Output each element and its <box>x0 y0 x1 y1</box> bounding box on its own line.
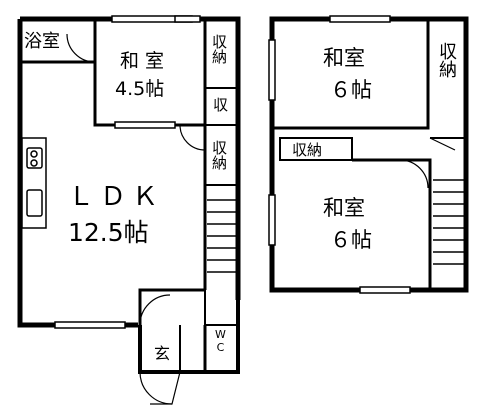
storage-c-label: 収納 <box>436 42 457 78</box>
washitsu-small-size: 4.5帖 <box>115 78 165 100</box>
washitsu-a-name: 和室 <box>323 46 365 70</box>
second-floor-stairs <box>433 179 464 265</box>
wc-label: WC <box>214 328 227 354</box>
washitsu-small-name: 和 室 <box>120 50 165 72</box>
storage-small-label: 収 <box>213 96 229 114</box>
bath-label: 浴室 <box>24 31 60 52</box>
second-floor-doors <box>399 137 456 189</box>
first-floor-stairs <box>207 199 236 273</box>
first-floor-windows <box>54 15 201 329</box>
second-floor-windows <box>268 15 411 294</box>
storage-a-label: 収納 <box>210 34 228 64</box>
ldk-size: 12.5帖 <box>68 218 149 247</box>
storage-d-label: 収納 <box>292 141 323 159</box>
washitsu-b-name: 和室 <box>323 196 365 220</box>
storage-b-label: 収納 <box>210 140 228 170</box>
kitchen-counter <box>21 137 47 229</box>
washitsu-b-size: ６帖 <box>330 228 372 252</box>
first-floor-walls <box>17 16 241 374</box>
first-floor-doors <box>66 33 206 405</box>
entrance-label: 玄 <box>154 344 171 363</box>
washitsu-a-size: ６帖 <box>330 78 372 102</box>
ldk-name: ＬＤＫ <box>68 182 165 212</box>
